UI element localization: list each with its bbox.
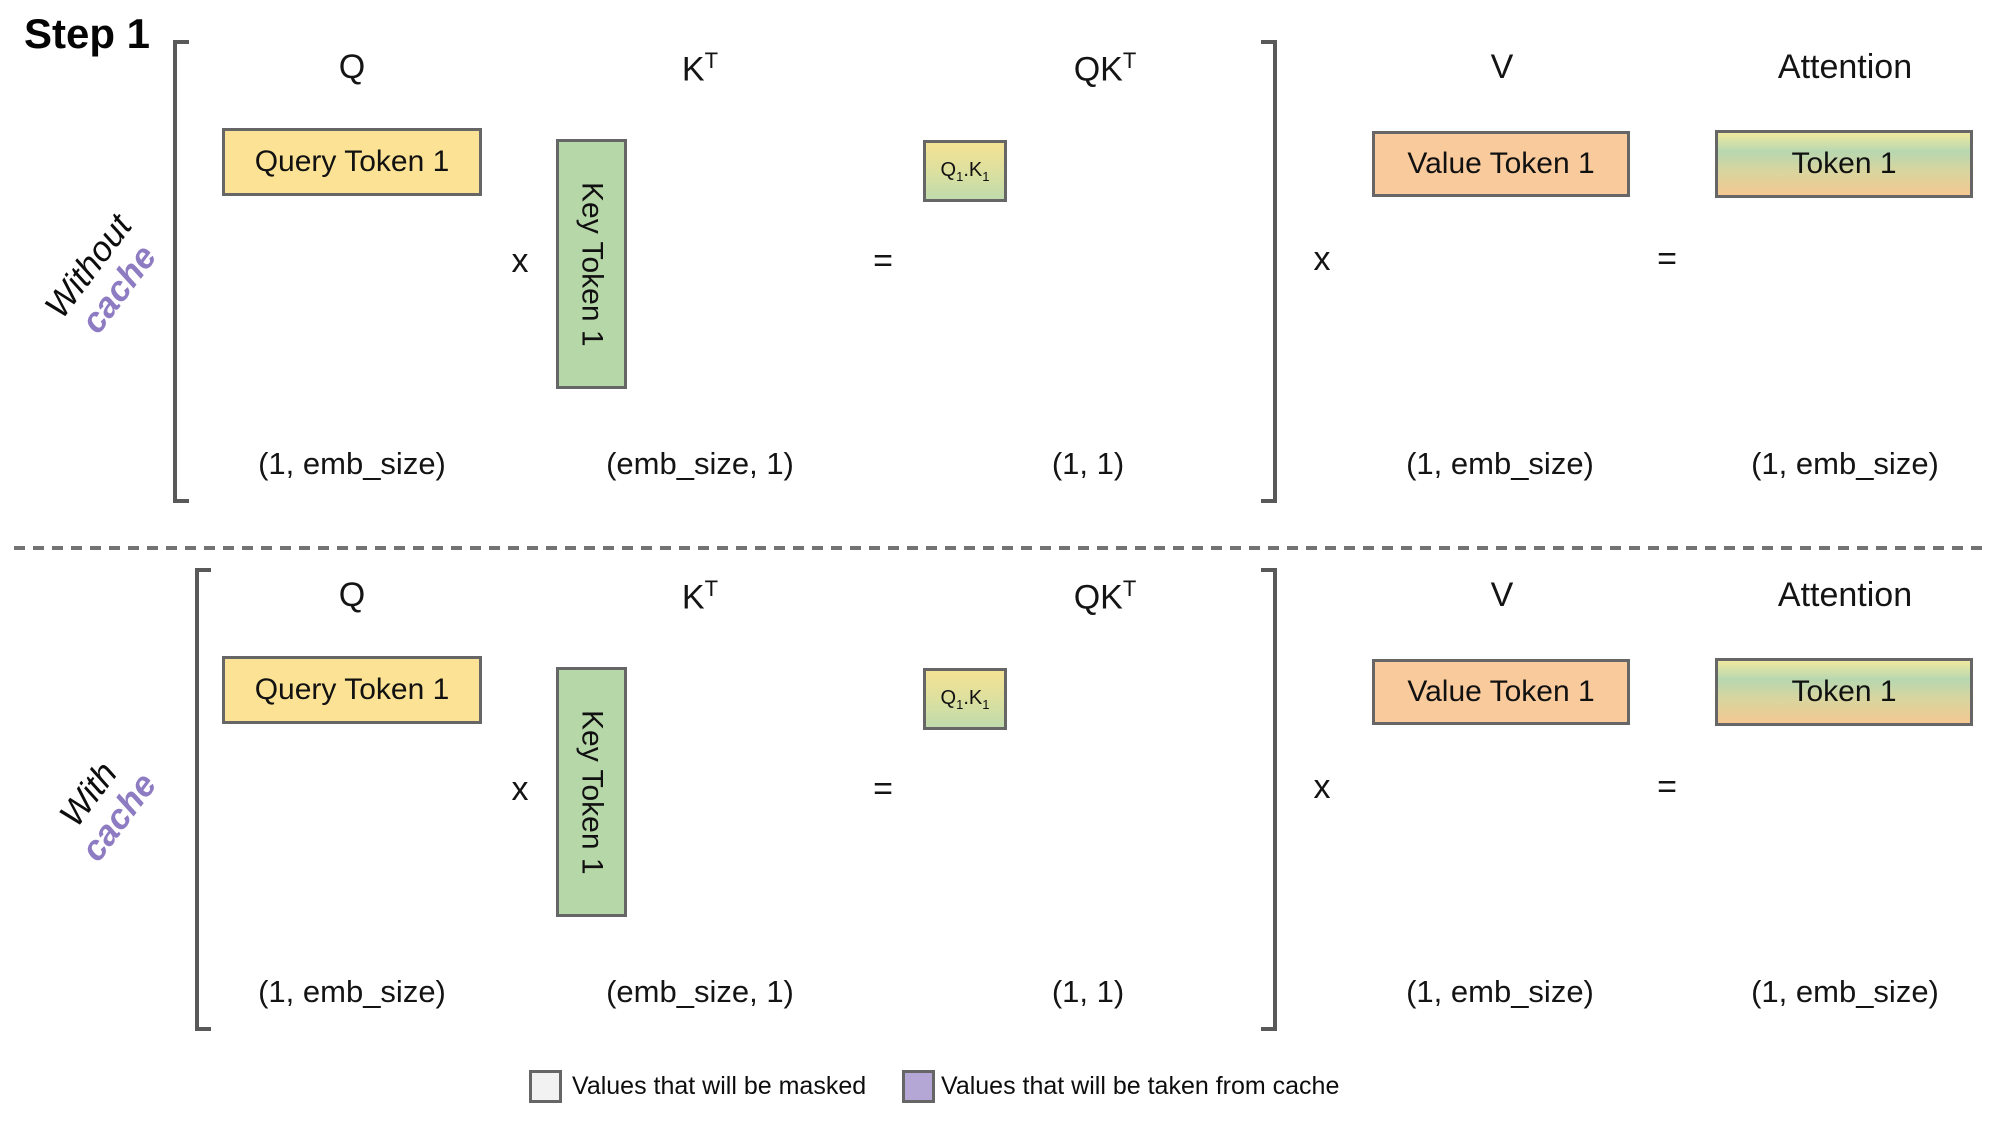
q-header: Q [338, 48, 366, 86]
value-token-box: Value Token 1 [1372, 659, 1630, 725]
query-token-box: Query Token 1 [222, 656, 482, 724]
qk-cell-dot: . [963, 159, 969, 181]
dashed-divider [14, 546, 1990, 550]
qk-cell-k-sub: 1 [982, 697, 990, 712]
attention-dimensions: (1, emb_size) [1751, 446, 1939, 481]
equals-operator: = [1657, 240, 1677, 278]
attention-dimensions: (1, emb_size) [1751, 974, 1939, 1009]
equals-operator: = [873, 242, 893, 280]
multiply-operator: x [1313, 768, 1331, 806]
qk-product-cell: Q1.K1 [923, 140, 1007, 202]
attention-token-box: Token 1 [1715, 658, 1973, 726]
qk-dimensions: (1, 1) [1051, 446, 1125, 481]
qk-cell-dot: . [963, 687, 969, 709]
qk-header-base: QK [1073, 578, 1123, 617]
equals-operator: = [1657, 768, 1677, 806]
masked-legend-label: Values that will be masked [572, 1072, 867, 1100]
v-dimensions: (1, emb_size) [1406, 446, 1594, 481]
page-title: Step 1 [24, 10, 151, 57]
cache-legend-label: Values that will be taken from cache [941, 1072, 1340, 1100]
matrix-bracket-close [1261, 40, 1277, 503]
v-dimensions: (1, emb_size) [1406, 974, 1594, 1009]
qk-cell-q-sub: 1 [956, 697, 964, 712]
qk-cell-q-sub: 1 [956, 169, 964, 184]
qk-transpose-header: QKT [995, 576, 1215, 617]
qk-transpose-header: QKT [995, 48, 1215, 89]
k-header-base: K [681, 50, 705, 89]
k-dimensions: (emb_size, 1) [606, 446, 794, 481]
k-header-sup: T [704, 576, 719, 601]
attention-header: Attention [1777, 576, 1913, 614]
section-with-cache: With cache Q KT QKT V Attention Query To… [0, 528, 2000, 1056]
v-header: V [1490, 576, 1514, 614]
qk-cell-k: K [968, 159, 983, 181]
k-transpose-header: KT [590, 48, 810, 89]
qk-header-sup: T [1122, 576, 1137, 601]
equals-operator: = [873, 770, 893, 808]
q-dimensions: (1, emb_size) [258, 974, 446, 1009]
multiply-operator: x [511, 770, 529, 808]
matrix-bracket-open [173, 40, 189, 503]
k-dimensions: (emb_size, 1) [606, 974, 794, 1009]
qk-header-base: QK [1073, 50, 1123, 89]
qk-cell-q: Q [940, 159, 957, 181]
v-header: V [1490, 48, 1514, 86]
legend: Values that will be masked Values that w… [0, 1064, 2000, 1114]
masked-swatch [529, 1070, 562, 1103]
key-token-box: Key Token 1 [556, 667, 627, 917]
key-token-box: Key Token 1 [556, 139, 627, 389]
qk-dimensions: (1, 1) [1051, 974, 1125, 1009]
qk-cell-k-sub: 1 [982, 169, 990, 184]
qk-cell-k: K [968, 687, 983, 709]
qk-cell-q: Q [940, 687, 957, 709]
attention-token-box: Token 1 [1715, 130, 1973, 198]
k-header-sup: T [704, 48, 719, 73]
qk-header-sup: T [1122, 48, 1137, 73]
cache-swatch [902, 1070, 935, 1103]
qk-product-cell: Q1.K1 [923, 668, 1007, 730]
matrix-bracket-close [1261, 568, 1277, 1031]
k-header-base: K [681, 578, 705, 617]
value-token-box: Value Token 1 [1372, 131, 1630, 197]
q-dimensions: (1, emb_size) [258, 446, 446, 481]
k-transpose-header: KT [590, 576, 810, 617]
row-label-without-cache: Without cache [0, 144, 236, 412]
q-header: Q [338, 576, 366, 614]
multiply-operator: x [511, 242, 529, 280]
multiply-operator: x [1313, 240, 1331, 278]
attention-header: Attention [1777, 48, 1913, 86]
section-without-cache: Without cache Q KT QKT V Attention Query… [0, 0, 2000, 528]
query-token-box: Query Token 1 [222, 128, 482, 196]
matrix-bracket-open [195, 568, 211, 1031]
